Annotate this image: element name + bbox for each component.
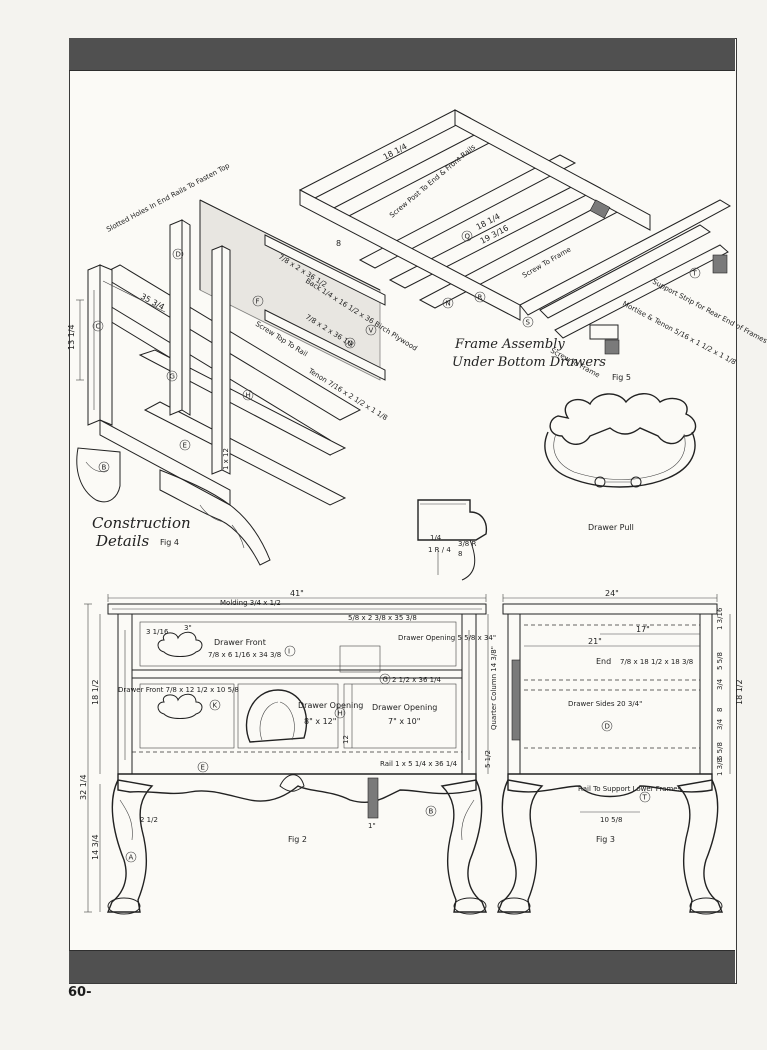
fig3-dim-right-0: 1 3/16 [716, 607, 724, 630]
fig4-dim-panel: 1 x 12 [222, 448, 230, 470]
fig2-dim-2-1-2: 2 1/2 [140, 816, 158, 824]
fig2-opening-right-dim: 7" x 10" [388, 717, 420, 726]
svg-text:H: H [338, 710, 343, 718]
fig3-rail-support: Rail To Support Lower Frames [578, 785, 682, 793]
fig2-top-strip: 5/8 x 2 3/8 x 35 3/8 [348, 614, 417, 622]
svg-text:B: B [429, 808, 434, 816]
svg-text:K: K [213, 702, 218, 710]
illustration-frame [69, 38, 737, 984]
fig4-title-line1: Construction [92, 514, 191, 532]
molding-dim-c: 1 R / 4 [428, 546, 451, 554]
drawer-pull-detail: Drawer Pull [544, 393, 697, 532]
molding-dim-b: 3/8 R [458, 540, 476, 548]
fig3-dim-right-2: 3/4 [716, 678, 724, 690]
page-number: 60- [68, 985, 92, 1000]
molding-dim-d: 8 [458, 550, 462, 558]
fig2-quarter-column: Quarter Column 14 3/8" [490, 646, 498, 730]
fig3-width: 24" [605, 589, 619, 598]
fig2-drawer-front-label: Drawer Front [214, 638, 266, 647]
fig5-label: Fig 5 [612, 373, 631, 382]
fig2-height-total: 32 1/4 [79, 774, 88, 800]
svg-text:N: N [446, 300, 451, 308]
fig3-end-label: End [596, 657, 611, 666]
fig3-dim-right-5: 5 5/8 [716, 742, 724, 760]
svg-text:N: N [348, 340, 353, 348]
fig2-width: 41" [290, 589, 304, 598]
fig2-opening-left-label: Drawer Opening [298, 701, 363, 710]
fig4-dim-side: 13 1/4 [67, 324, 76, 350]
molding-profile: 1 R / 4 3/8 R 8 1/4 [417, 499, 488, 581]
fig3-dim-right-1: 5 5/8 [716, 652, 724, 670]
fig2-rail-g: 2 1/2 x 36 1/4 [392, 676, 441, 684]
fig2-height-upper: 18 1/2 [91, 679, 100, 705]
fig2-opening-left-dim: 8" x 12" [304, 717, 336, 726]
fig5-dim-d: 8 [336, 239, 341, 248]
svg-text:B: B [102, 464, 107, 472]
svg-text:I: I [288, 648, 290, 656]
fig2-dim-5-1-2: 5 1/2 [484, 750, 492, 768]
fig2-dim-12: 12 [342, 735, 350, 744]
fig2-drawer-front-dim: 7/8 x 6 1/16 x 34 3/8 [208, 651, 281, 659]
fig3-side-elevation: D T 24" 17" 21" End 7/8 x 18 1/2 x 18 3/… [496, 589, 744, 915]
svg-text:C: C [96, 323, 101, 331]
fig3-dim-21: 21" [588, 637, 602, 646]
svg-text:F: F [256, 298, 260, 306]
fig3-end-dim: 7/8 x 18 1/2 x 18 3/8 [620, 658, 693, 666]
svg-text:E: E [183, 442, 187, 450]
fig2-dim-1: 1" [368, 822, 376, 830]
fig5-title-line2: Under Bottom Drawers [452, 355, 606, 370]
svg-text:R: R [478, 294, 483, 302]
fig2-molding: Molding 3/4 x 1/2 [220, 599, 281, 607]
svg-text:V: V [369, 327, 374, 335]
fig2-dim-3: 3" [184, 624, 192, 632]
drawer-pull-label: Drawer Pull [588, 523, 634, 532]
fig2-opening-right-label: Drawer Opening [372, 703, 437, 712]
fig2-height-leg: 14 3/4 [91, 834, 100, 860]
fig2-drawer-front-small: Drawer Front 7/8 x 12 1/2 x 10 5/8 [118, 686, 239, 694]
fig2-dim-3-1-16: 3 1/16 [146, 628, 169, 636]
fig3-drawer-sides: Drawer Sides 20 3/4" [568, 700, 642, 708]
fig3-height-right: 18 1/2 [735, 679, 744, 705]
fig2-drawer-opening-top: Drawer Opening 5 5/8 x 34" [398, 634, 496, 642]
fig3-dim-right-3: 8 [716, 708, 724, 712]
svg-text:D: D [176, 251, 181, 259]
fig4-title-line2: Details [95, 532, 149, 550]
svg-text:S: S [526, 319, 531, 327]
fig3-dim-17: 17" [636, 625, 650, 634]
svg-text:A: A [129, 854, 134, 862]
svg-text:T: T [692, 270, 698, 278]
bottom-gray-bar [69, 950, 735, 983]
molding-dim-a: 1/4 [430, 534, 442, 542]
fig4-label: Fig 4 [160, 538, 179, 547]
top-gray-bar [69, 38, 735, 71]
fig2-front-elevation: I G K H E A B 41" Molding 3/4 x 1/2 5/8 … [79, 589, 498, 915]
fig2-rail-bottom: Rail 1 x 5 1/4 x 36 1/4 [380, 760, 458, 768]
svg-text:Q: Q [465, 233, 471, 241]
fig5-mortise: Mortise & Tenon 5/16 x 1 1/2 x 1 1/8 [621, 300, 737, 367]
svg-text:E: E [201, 764, 205, 772]
fig3-dim-right-6: 1 3/8 [716, 758, 724, 776]
fig5-title-line1: Frame Assembly [454, 337, 565, 352]
fig3-rail-dim: 10 5/8 [600, 816, 622, 824]
svg-text:D: D [605, 723, 610, 731]
fig3-label: Fig 3 [596, 835, 615, 844]
fig3-dim-right-4: 3/4 [716, 718, 724, 730]
svg-text:T: T [642, 794, 648, 802]
svg-text:G: G [170, 373, 175, 381]
svg-text:H: H [246, 392, 251, 400]
svg-text:G: G [383, 676, 388, 684]
fig2-label: Fig 2 [288, 835, 307, 844]
fig4-construction-details: D G E B H C V N F Slotted Holes In End R… [67, 162, 419, 566]
